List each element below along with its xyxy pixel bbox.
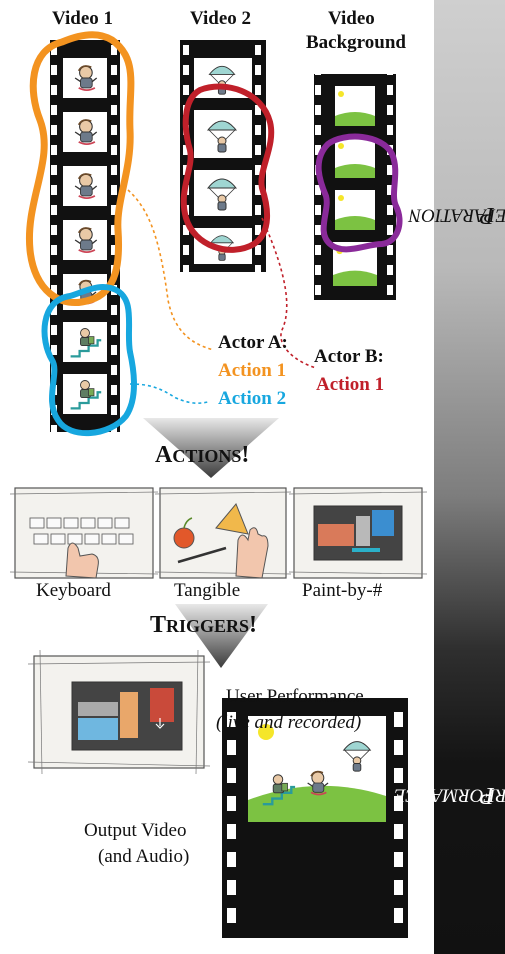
actor-a-action2-label: Action 2	[218, 388, 287, 409]
video2-title: Video 2	[190, 8, 252, 29]
output-video-label-line2: (and Audio)	[98, 846, 190, 867]
background-selection-outline	[315, 133, 403, 253]
actor-a-action1-label: Action 1	[218, 360, 287, 381]
tangible-label: Tangible	[174, 580, 241, 601]
video-background-filmstrip	[314, 74, 396, 300]
actions-arrow	[143, 418, 279, 478]
user-performance-sketch	[27, 649, 211, 775]
user-performance-sublabel: (live and recorded)	[216, 712, 362, 733]
video1-title: Video 1	[52, 8, 114, 29]
performance-phase-label: PERFORMANCE	[393, 782, 505, 808]
phase-sidebar: PREPARATION PERFORMANCE	[393, 0, 505, 954]
connector-red	[261, 217, 317, 369]
actor-b-action1-label: Action 1	[316, 374, 385, 395]
actor-b-action1-outline	[180, 83, 275, 253]
keyboard-label: Keyboard	[36, 580, 111, 601]
actor-a-action2-outline	[41, 284, 137, 436]
tangible-sketch	[154, 487, 292, 579]
video2-filmstrip	[180, 40, 266, 272]
video-background-title-line1: Video	[328, 8, 375, 29]
preparation-phase-label: PREPARATION	[408, 202, 505, 228]
video1-filmstrip	[50, 40, 120, 432]
triggers-arrow	[175, 604, 268, 668]
output-video-filmstrip	[222, 698, 408, 938]
actions-heading: ACTIONS!	[155, 442, 250, 468]
output-video-label-line1: Output Video	[84, 820, 187, 841]
actor-a-label: Actor A:	[218, 332, 288, 353]
video-background-title-line2: Background	[306, 32, 406, 53]
user-performance-label: User Performance	[226, 686, 364, 707]
keyboard-sketch	[9, 487, 159, 579]
connector-blue	[129, 383, 209, 404]
diagram-artwork	[9, 31, 428, 938]
triggers-heading: TRIGGERS!	[150, 612, 258, 638]
actor-b-label: Actor B:	[314, 346, 384, 367]
paint-by-number-label: Paint-by-#	[302, 580, 383, 601]
paint-by-number-sketch	[288, 487, 428, 579]
